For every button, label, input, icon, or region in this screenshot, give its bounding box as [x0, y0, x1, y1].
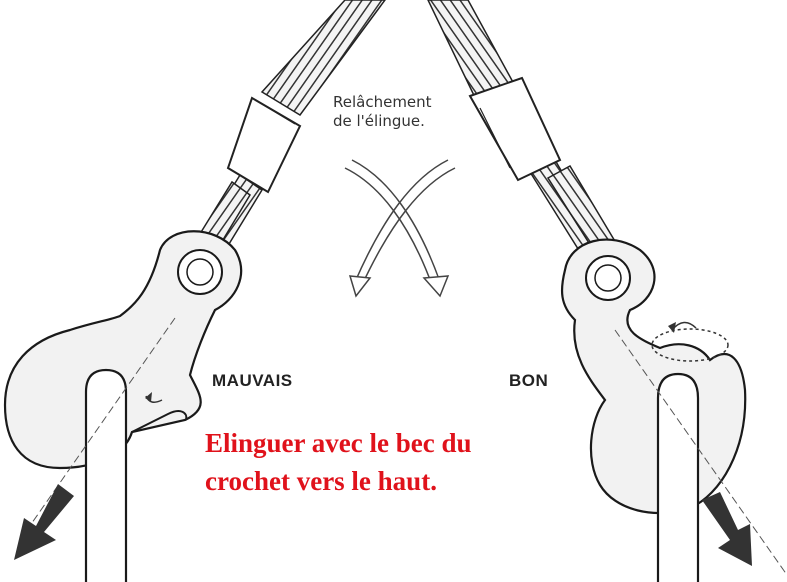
right-label: BON: [509, 371, 548, 391]
annotation-line-1: Relâchement: [333, 93, 493, 112]
wrong-label: MAUVAIS: [212, 371, 293, 391]
caption-line-1: Elinguer avec le bec du: [205, 424, 585, 462]
load-direction-arrow-icon: [702, 492, 752, 566]
slack-annotation: Relâchement de l'élingue.: [333, 93, 493, 131]
slack-arrows-icon: [345, 160, 455, 296]
caption-line-2: crochet vers le haut.: [205, 462, 585, 500]
instruction-caption: Elinguer avec le bec du crochet vers le …: [205, 424, 585, 500]
load-direction-arrow-icon: [14, 484, 74, 560]
left-bar: [86, 370, 126, 582]
right-hook: [562, 240, 745, 513]
right-bar: [658, 374, 698, 582]
annotation-line-2: de l'élingue.: [333, 112, 493, 131]
